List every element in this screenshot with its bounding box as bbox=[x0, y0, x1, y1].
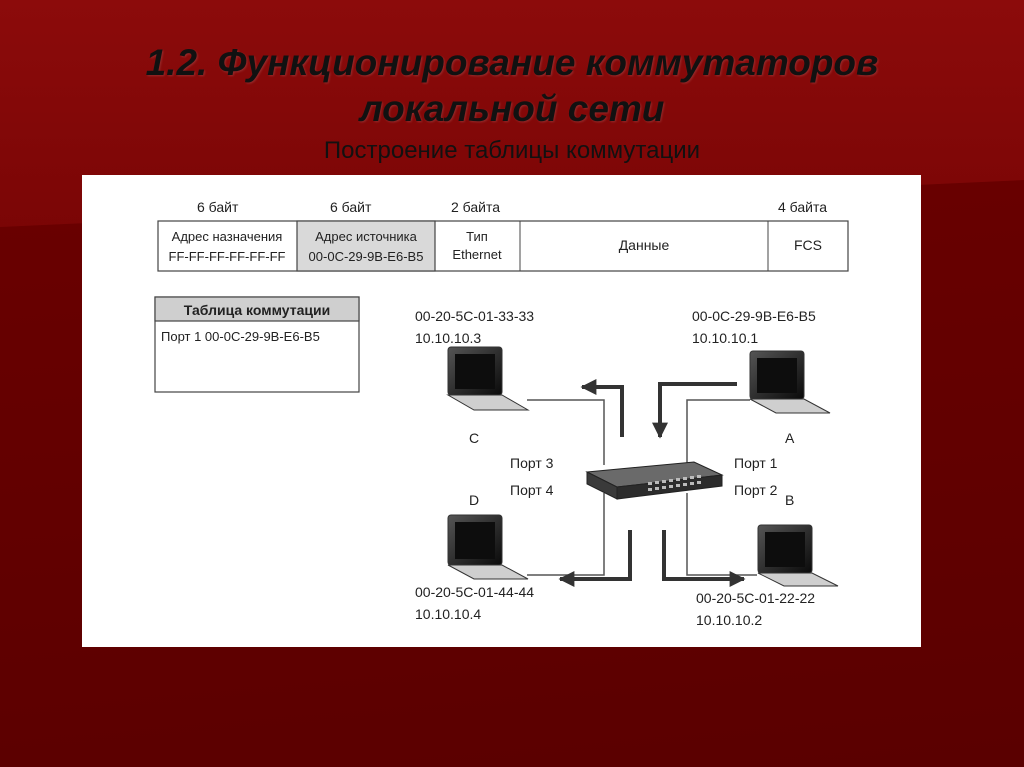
data-label: Данные bbox=[619, 237, 670, 253]
arrow-to-c bbox=[580, 379, 624, 437]
port-1-label: Порт 1 bbox=[734, 455, 778, 471]
size-dest: 6 байт bbox=[197, 199, 239, 215]
src-label: Адрес источника bbox=[315, 229, 418, 244]
dest-value: FF-FF-FF-FF-FF-FF bbox=[169, 249, 286, 264]
host-c-mac: 00-20-5C-01-33-33 bbox=[415, 308, 534, 324]
slide-subtitle: Построение таблицы коммутации bbox=[323, 137, 701, 164]
fcs-label: FCS bbox=[794, 237, 822, 253]
switch-table-title: Таблица коммутации bbox=[184, 302, 330, 318]
host-b-letter: B bbox=[785, 492, 794, 508]
laptop-icon-d bbox=[447, 514, 529, 580]
size-type: 2 байта bbox=[451, 199, 500, 215]
laptop-icon-a bbox=[749, 350, 831, 414]
dest-label: Адрес назначения bbox=[172, 229, 283, 244]
host-c-ip: 10.10.10.3 bbox=[415, 330, 481, 346]
diagram-card: 6 байт 6 байт 2 байта 4 байта Адрес назн… bbox=[82, 175, 921, 647]
network-diagram: 6 байт 6 байт 2 байта 4 байта Адрес назн… bbox=[154, 199, 849, 628]
port-3-label: Порт 3 bbox=[510, 455, 554, 471]
host-d-letter: D bbox=[469, 492, 479, 508]
arrow-to-b bbox=[662, 530, 746, 587]
switch-table-entry: Порт 1 00-0C-29-9B-E6-B5 bbox=[161, 329, 320, 344]
host-d-ip: 10.10.10.4 bbox=[415, 606, 481, 622]
flow-arrows bbox=[558, 379, 746, 587]
host-a-ip: 10.10.10.1 bbox=[692, 330, 758, 346]
host-b-ip: 10.10.10.2 bbox=[696, 612, 762, 628]
host-a-mac: 00-0C-29-9B-E6-B5 bbox=[692, 308, 816, 324]
port-2-label: Порт 2 bbox=[734, 482, 778, 498]
laptop-icon-c bbox=[446, 346, 530, 411]
title-line-2: локальной сети bbox=[359, 88, 665, 129]
host-a-letter: A bbox=[785, 430, 795, 446]
arrow-to-d bbox=[558, 530, 632, 587]
laptop-icon-b bbox=[757, 524, 839, 587]
type-value: Ethernet bbox=[452, 247, 502, 262]
switch-icon bbox=[585, 461, 724, 500]
arrow-from-a bbox=[652, 382, 737, 439]
src-value: 00-0C-29-9B-E6-B5 bbox=[309, 249, 424, 264]
host-b-mac: 00-20-5C-01-22-22 bbox=[696, 590, 815, 606]
slide-title: 1.2. Функционирование коммутаторов локал… bbox=[0, 40, 1024, 132]
type-label: Тип bbox=[466, 229, 488, 244]
size-src: 6 байт bbox=[330, 199, 372, 215]
switch-table: Таблица коммутации Порт 1 00-0C-29-9B-E6… bbox=[154, 296, 360, 393]
host-d-mac: 00-20-5C-01-44-44 bbox=[415, 584, 534, 600]
host-c-letter: C bbox=[469, 430, 479, 446]
title-line-1: 1.2. Функционирование коммутаторов bbox=[145, 42, 879, 83]
size-fcs: 4 байта bbox=[778, 199, 827, 215]
ethernet-frame: Адрес назначения FF-FF-FF-FF-FF-FF Адрес… bbox=[157, 220, 849, 272]
port-4-label: Порт 4 bbox=[510, 482, 554, 498]
